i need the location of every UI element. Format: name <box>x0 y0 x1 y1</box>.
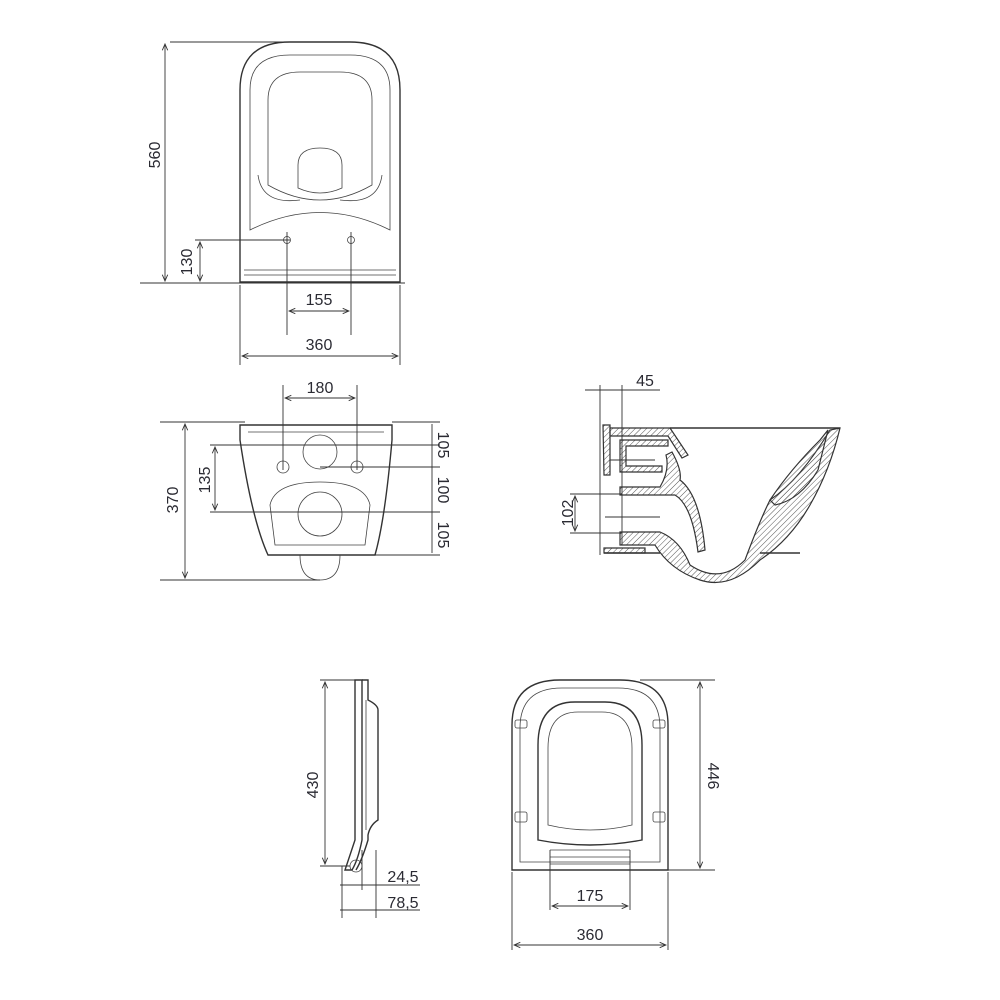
seat-top-view: 446 175 360 <box>511 679 721 950</box>
top-view: 560 130 155 360 <box>140 41 405 365</box>
dim-height-370: 370 <box>165 487 182 514</box>
dim-hinge-offset-24-5: 24,5 <box>387 869 418 886</box>
dim-seat-length-430: 430 <box>305 772 322 799</box>
dim-bolt-height-135: 135 <box>197 467 214 494</box>
section-view: 45 102 <box>560 373 841 584</box>
dim-seat-width-360: 360 <box>577 927 604 944</box>
dim-upper-105: 105 <box>434 432 451 459</box>
dim-depth-560: 560 <box>147 142 164 169</box>
dim-seat-length-446: 446 <box>704 763 721 790</box>
rear-view: 180 370 135 105 100 105 <box>160 380 451 581</box>
dim-lower-105: 105 <box>434 522 451 549</box>
dim-bolt-offset-130: 130 <box>179 249 196 276</box>
dim-outlet-height-102: 102 <box>560 500 577 527</box>
dim-inlet-spacing-180: 180 <box>307 380 334 397</box>
dim-hinge-depth-78-5: 78,5 <box>387 895 418 912</box>
dim-bolt-spacing-155: 155 <box>306 292 333 309</box>
dim-width-360: 360 <box>306 337 333 354</box>
dim-middle-100: 100 <box>434 477 451 504</box>
dim-wall-offset-45: 45 <box>636 373 654 390</box>
seat-side-view: 430 24,5 78,5 <box>305 679 420 918</box>
dim-hinge-spacing-175: 175 <box>577 888 604 905</box>
